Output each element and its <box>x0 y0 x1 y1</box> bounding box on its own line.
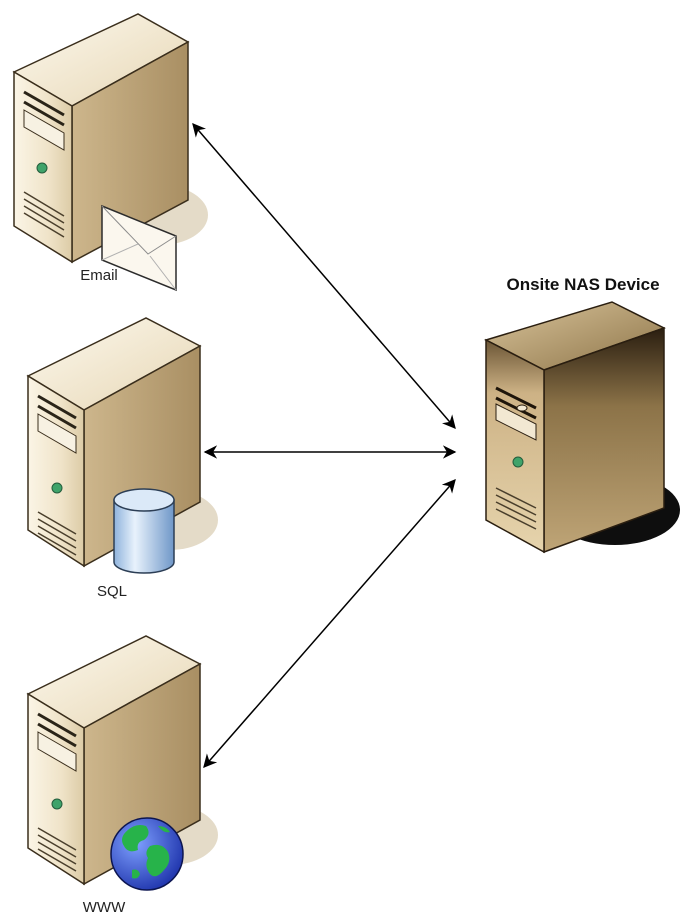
nas-device-front <box>485 338 545 554</box>
www-server-label: WWW <box>83 899 126 916</box>
email-server: Email <box>12 13 208 292</box>
sql-server: SQL <box>26 317 218 600</box>
email-server-label: Email <box>80 267 118 284</box>
globe-icon <box>110 817 184 891</box>
connections <box>192 122 457 769</box>
sql-server-front <box>27 374 85 568</box>
nas-device-title: Onsite NAS Device <box>506 275 659 294</box>
envelope-icon <box>101 204 177 292</box>
www-server-front <box>27 692 85 886</box>
www-server: WWW <box>26 635 218 916</box>
sql-server-label: SQL <box>97 583 127 600</box>
email-nas-connection <box>192 122 456 430</box>
nas-device: Onsite NAS Device <box>484 275 680 554</box>
database-cylinder-icon <box>113 488 175 574</box>
www-nas-connection <box>203 478 456 769</box>
